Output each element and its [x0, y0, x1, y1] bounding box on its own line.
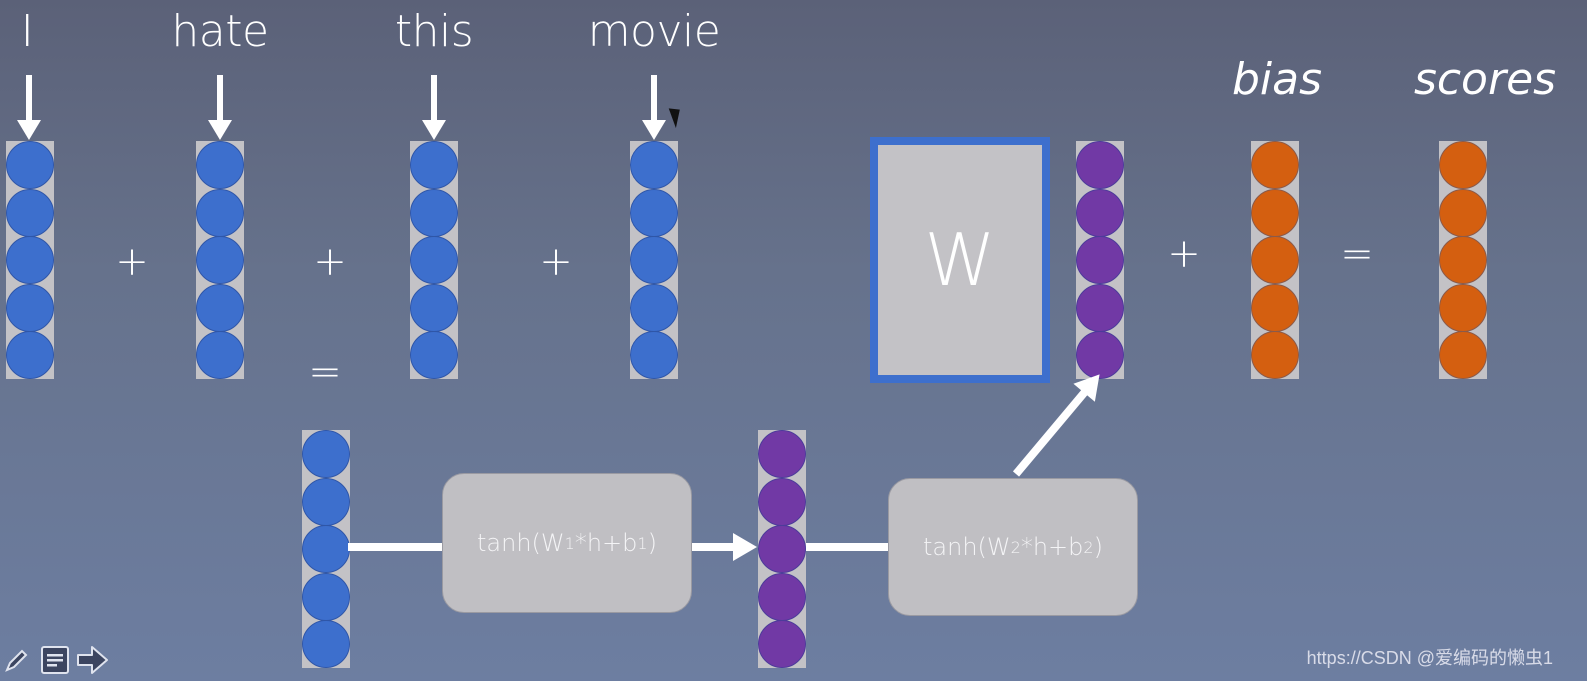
arrow-up-right-icon [1012, 385, 1092, 477]
vector-node [196, 236, 244, 284]
vector-node [1251, 188, 1299, 237]
embedding-vector-hate [196, 141, 244, 379]
vector-node [410, 188, 458, 237]
vector-node [630, 141, 678, 189]
vector-node [758, 430, 806, 478]
vector-node [1076, 283, 1124, 332]
vector-node [302, 620, 350, 668]
vector-node [6, 188, 54, 237]
weight-matrix: W [870, 137, 1050, 383]
plus-operator: + [1167, 231, 1201, 277]
vector-node [758, 477, 806, 526]
slide-toolbar [0, 640, 110, 680]
vector-node [410, 283, 458, 332]
arrow-right-icon [733, 533, 757, 561]
embedding-vector-movie [630, 141, 678, 379]
arrow-down-icon [217, 75, 223, 123]
vector-node [196, 141, 244, 189]
vector-node [410, 236, 458, 284]
connector-line [348, 543, 442, 551]
hidden-vector [758, 430, 806, 668]
vector-node [758, 620, 806, 668]
arrow-down-icon [431, 75, 437, 123]
scores-vector [1439, 141, 1487, 379]
vector-node [302, 525, 350, 573]
plus-operator: + [115, 239, 149, 285]
vector-node [6, 331, 54, 379]
vector-node [758, 572, 806, 621]
vector-node [1439, 331, 1487, 379]
vector-node [6, 141, 54, 189]
word-movie: movie [587, 6, 721, 57]
connector-line [806, 543, 888, 551]
vector-node [1439, 283, 1487, 332]
word-i: I [20, 6, 34, 57]
vector-node [196, 331, 244, 379]
vector-node [1076, 141, 1124, 189]
fn2-prefix: tanh(W [923, 533, 1011, 561]
bias-label: bias [1231, 54, 1323, 105]
fn2-sub-w: 2 [1010, 537, 1021, 557]
watermark: https://CSDN @爱编码的懒虫1 [1306, 648, 1553, 668]
next-slide-icon[interactable] [76, 644, 110, 676]
vector-node [1076, 236, 1124, 284]
equals-operator: = [1340, 231, 1374, 277]
scores-label: scores [1413, 54, 1557, 105]
vector-node [1251, 236, 1299, 284]
fn2-mid: *h+b [1020, 533, 1084, 561]
equals-operator: = [308, 349, 342, 395]
vector-node [196, 188, 244, 237]
vector-node [630, 283, 678, 332]
embedding-vector-this [410, 141, 458, 379]
fn1-suffix: ) [647, 529, 657, 557]
vector-node [758, 525, 806, 573]
vector-node [630, 236, 678, 284]
mouse-cursor-icon [668, 104, 686, 129]
vector-node [410, 331, 458, 379]
vector-node [1251, 283, 1299, 332]
vector-node [302, 572, 350, 621]
vector-node [1251, 331, 1299, 379]
arrow-down-icon [651, 75, 657, 123]
fn1-mid: *h+b [574, 529, 638, 557]
hidden-vector-final [1076, 141, 1124, 379]
vector-node [1439, 236, 1487, 284]
sum-vector [302, 430, 350, 668]
fn1-sub-b: 1 [637, 533, 648, 553]
vector-node [196, 283, 244, 332]
vector-node [1251, 141, 1299, 189]
plus-operator: + [539, 239, 573, 285]
plus-operator: + [313, 239, 347, 285]
weight-matrix-label: W [924, 218, 996, 302]
vector-node [302, 430, 350, 478]
vector-node [302, 477, 350, 526]
vector-node [630, 188, 678, 237]
fn2-sub-b: 2 [1083, 537, 1094, 557]
fn1-prefix: tanh(W [477, 529, 565, 557]
vector-node [6, 236, 54, 284]
vector-node [630, 331, 678, 379]
word-hate: hate [171, 6, 269, 57]
fn2-suffix: ) [1093, 533, 1103, 561]
fn1-sub-w: 1 [564, 533, 575, 553]
connector-line [690, 543, 734, 551]
vector-node [6, 283, 54, 332]
arrow-down-icon [26, 75, 32, 123]
vector-node [1076, 188, 1124, 237]
vector-node [1439, 188, 1487, 237]
notes-icon[interactable] [38, 644, 72, 676]
pen-icon[interactable] [0, 644, 34, 676]
vector-node [410, 141, 458, 189]
embedding-vector-i [6, 141, 54, 379]
vector-node [1439, 141, 1487, 189]
bias-vector [1251, 141, 1299, 379]
word-this: this [394, 6, 474, 57]
